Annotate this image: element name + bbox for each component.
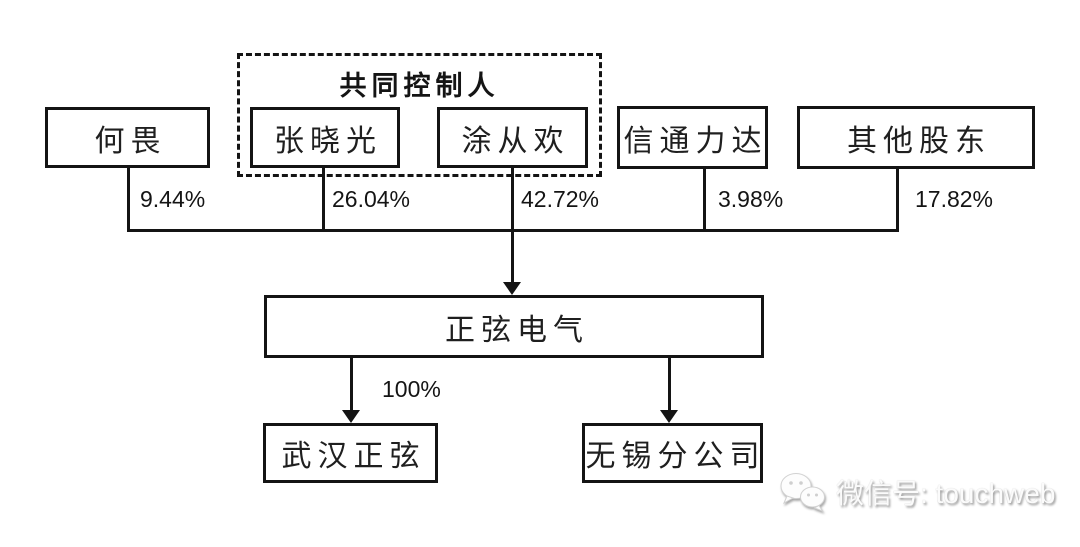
arrowhead-wuhan <box>342 410 360 423</box>
ownership-arrow-wuxi-shaft <box>668 358 671 411</box>
stake-label-wuhan: 100% <box>382 376 441 402</box>
shareholder-name: 张晓光 <box>274 124 382 158</box>
joint-controllers-frame <box>237 53 602 177</box>
joint-controllers-label: 共同控制人 <box>339 71 500 101</box>
shareholder-name: 信通力达 <box>623 124 768 158</box>
stake-label-hewei: 9.44% <box>140 186 206 212</box>
shareholder-box-zhangxiaoguang: 张晓光 <box>250 107 400 168</box>
shareholder-box-other-shareholders: 其他股东 <box>797 106 1035 169</box>
shareholder-name: 涂从欢 <box>461 124 570 158</box>
subsidiary-name: 无锡分公司 <box>585 440 766 473</box>
stake-label-tu: 42.72% <box>521 186 600 212</box>
subsidiary-box-wuxi-branch: 无锡分公司 <box>582 423 763 483</box>
subsidiary-name: 武汉正弦 <box>281 440 426 473</box>
shareholder-name: 何畏 <box>94 124 167 158</box>
connector-bus-line <box>127 229 899 232</box>
arrowhead-main <box>503 282 521 295</box>
stake-label-other: 17.82% <box>915 186 994 212</box>
ownership-arrow-main-shaft <box>511 231 514 283</box>
company-box-zhengxian-electric: 正弦电气 <box>264 295 764 358</box>
stake-label-zhang: 26.04% <box>332 186 411 212</box>
shareholder-box-xintonglida: 信通力达 <box>617 106 768 169</box>
connector-line-tu <box>511 168 514 232</box>
connector-line-hewei <box>127 168 130 232</box>
watermark: 微信号: touchweb <box>779 468 1055 516</box>
connector-line-zhang <box>322 168 325 232</box>
connector-line-xintong <box>703 169 706 232</box>
connector-line-other <box>896 169 899 232</box>
watermark-text: 微信号: touchweb <box>836 478 1056 509</box>
shareholder-box-hewei: 何畏 <box>45 107 210 168</box>
shareholder-box-tuconghuan: 涂从欢 <box>437 107 588 168</box>
ownership-arrow-wuhan-shaft <box>350 358 353 411</box>
shareholder-name: 其他股东 <box>847 124 991 158</box>
stake-label-xintong: 3.98% <box>718 186 784 212</box>
arrowhead-wuxi <box>660 410 678 423</box>
subsidiary-box-wuhan-zhengxian: 武汉正弦 <box>263 423 438 483</box>
company-name: 正弦电气 <box>445 313 589 347</box>
wechat-icon <box>780 473 825 512</box>
